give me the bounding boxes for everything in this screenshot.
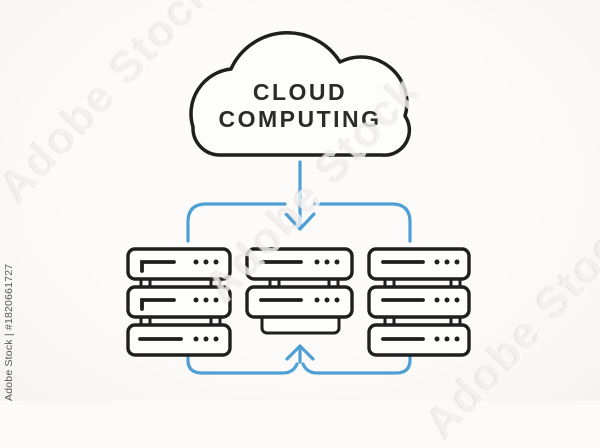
drive-slot-line [140,260,176,273]
server-stack-middle [245,247,354,335]
status-led-dots [193,259,219,342]
server-unit [367,247,471,281]
cloud-computing-diagram [126,31,471,375]
server-unit [126,247,232,281]
drive-slot-line [140,298,176,311]
merge-arrow-up [285,344,315,364]
cloud-to-servers-arrow [284,160,316,231]
watermark-credit: Adobe Stock | #1820661727 [3,263,15,401]
connector-lines [186,160,412,375]
server-unit [245,247,354,281]
server-unit [126,285,232,319]
branch-bracket [186,202,412,243]
server-unit [367,285,471,319]
merge-bracket [186,354,412,375]
status-led-dots [434,259,460,342]
server-unit [245,285,354,319]
server-stack-left [126,247,232,357]
server-stack-right [367,247,471,357]
cloud-icon [189,31,412,157]
status-led-dots [314,259,340,303]
